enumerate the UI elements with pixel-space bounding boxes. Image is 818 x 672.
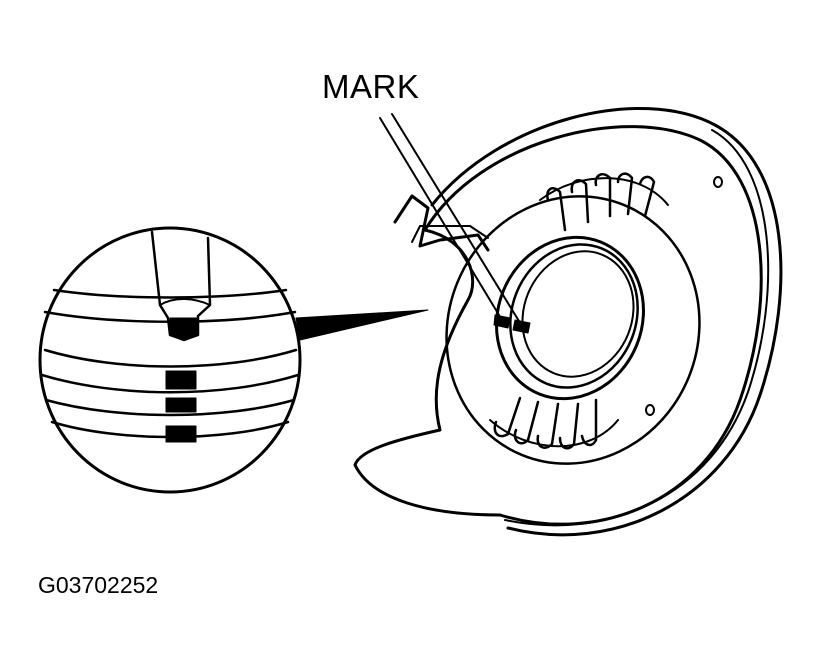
detail-circle bbox=[38, 226, 302, 494]
detail-mark-3 bbox=[165, 425, 197, 443]
mark-callout-label: MARK bbox=[322, 68, 420, 105]
alignment-mark-1 bbox=[493, 314, 511, 329]
ribs-lower bbox=[489, 396, 619, 450]
dust-shield bbox=[353, 107, 783, 537]
detail-mark-1 bbox=[165, 370, 197, 390]
detail-mark-2 bbox=[165, 397, 197, 413]
ring-bore-inner bbox=[521, 250, 635, 378]
shield-rim-front bbox=[423, 125, 763, 526]
mount-hole-top bbox=[713, 176, 723, 188]
ring-outer bbox=[445, 195, 701, 465]
detail-pointer bbox=[295, 309, 429, 341]
ribs-upper bbox=[539, 172, 669, 232]
ring-bore-mid bbox=[509, 243, 639, 389]
ring-bore-outer bbox=[495, 235, 645, 401]
detail-magnifier bbox=[38, 226, 429, 494]
center-ring bbox=[445, 195, 701, 465]
mount-hole-bottom bbox=[645, 404, 655, 416]
shield-rim-back bbox=[430, 107, 783, 537]
figure-code-label: G03702252 bbox=[38, 572, 159, 598]
marker-tip bbox=[169, 317, 199, 341]
shield-flap bbox=[393, 194, 490, 252]
shield-cutout bbox=[353, 228, 502, 517]
shield-rim-inner bbox=[504, 129, 770, 527]
mark-leaders bbox=[379, 113, 523, 327]
